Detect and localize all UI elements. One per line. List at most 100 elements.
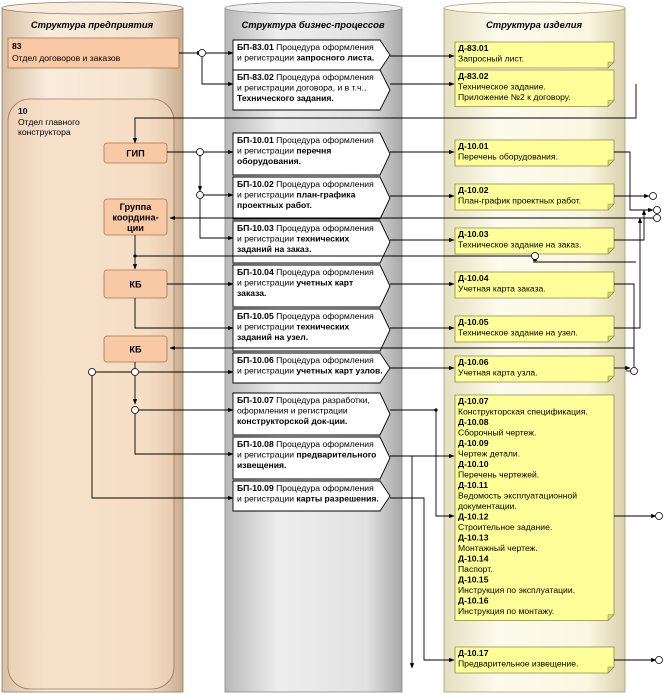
junction-nodes [88,49,663,664]
document-title: Техническое задание на узел. [458,328,578,338]
document-title: Конструкторская спецификация. [458,407,588,417]
document-code: Д-10.07 [458,396,489,406]
document-title: Строительное задание. [458,522,552,532]
document-code: Д-83.01 [458,43,489,53]
document-title: Запросный лист. [458,54,524,64]
role-kb1[interactable]: КБ [103,269,168,299]
document-code: Д-10.16 [458,596,489,606]
process-column-title: Структура бизнес-процессов [241,19,384,30]
document-code: Д-10.09 [458,438,489,448]
process-code: БП-10.06 [237,355,274,365]
process-text-line: БП-10.09 Процедура оформления [237,483,374,493]
process-text-line: и регистрации технических [237,233,350,243]
document-code: Д-10.10 [458,459,489,469]
document-title: Перечень оборудования. [458,152,558,162]
document-title: Предварительное извещение. [458,659,578,669]
unit-83-code: 83 [12,41,22,51]
process-text-line: заказа. [237,288,266,298]
process-text-line: и регистрации карты разрешения. [237,493,379,503]
process-code: БП-10.03 [237,223,274,233]
process-text-line: и регистрации договора, и в т.ч., [237,82,366,92]
process-text-line: БП-10.07 Процедура разработки, [237,395,370,405]
process-code: БП-10.08 [237,439,274,449]
document-title: Учетная карта узла. [458,368,538,378]
document-code: Д-10.12 [458,512,489,522]
process-text-line: оборудования. [237,156,301,166]
process-text-line: и регистрации запросного листа. [237,52,374,62]
product-column-title: Структура изделия [486,19,582,30]
process-text-line: Технического задания. [237,93,334,103]
process-code: БП-10.07 [237,395,274,405]
process-text-line: БП-10.08 Процедура оформления [237,439,374,449]
role-coord-label: ции [127,223,144,233]
connector-lines [91,50,657,669]
role-kb2[interactable]: КБ [103,335,168,363]
process-code: БП-83.01 [237,42,274,52]
process-text-line: БП-10.06 Процедура оформления [237,355,374,365]
process-text-line: и регистрации перечня [237,145,331,155]
unit-83[interactable]: 83 Отдел договоров и заказов [7,37,180,69]
process-text-line: проектных работ. [237,200,312,210]
document-code: Д-10.05 [458,317,489,327]
process-text-line: БП-10.03 Процедура оформления [237,223,374,233]
document-title: Сборочный чертеж. [458,428,536,438]
process-text-line: и регистрации технических [237,321,350,331]
process-text-line: заданий на узел. [237,332,308,342]
document-title: Ведомость эксплуатационной [458,491,577,501]
role-gip[interactable]: ГИП [103,142,168,164]
process-text-line: извещения. [237,460,286,470]
document-code: Д-10.15 [458,575,489,585]
document-code: Д-10.03 [458,229,489,239]
role-kb1-label: КБ [129,279,142,289]
process-бп-10-07[interactable]: БП-10.07 Процедура разработки,оформления… [232,392,391,436]
unit-10[interactable]: 10 Отдел главного конструктора [7,98,175,690]
role-gip-label: ГИП [126,148,144,158]
process-code: БП-10.09 [237,483,274,493]
document-code: Д-10.17 [458,648,489,658]
document-title: Техническое задание. [458,82,546,92]
process-code: БП-83.02 [237,72,274,82]
document-title: Техническое задание на заказ. [458,240,581,250]
process-text-line: заданий на заказ. [237,244,311,254]
document-code: Д-10.01 [458,141,489,151]
process-text-line: БП-10.05 Процедура оформления [237,311,374,321]
document-code: Д-10.04 [458,273,489,283]
process-code: БП-10.02 [237,179,274,189]
process-code: БП-10.04 [237,267,274,277]
document-code: Д-83.02 [458,71,489,81]
document-title: Инструкция по монтажу. [458,606,554,616]
process-text-line: БП-83.01 Процедура оформления [237,42,374,52]
role-kb2-label: КБ [129,344,142,354]
document-title: Чертеж детали. [458,449,520,459]
document-code: Д-10.06 [458,357,489,367]
process-text-line: и регистрации учетных карт узлов. [237,365,383,375]
process-text-line: БП-10.01 Процедура оформления [237,135,374,145]
process-text-line: и регистрации предварительного [237,449,376,459]
document-code: Д-10.13 [458,533,489,543]
role-coord-label: координа- [112,212,158,222]
process-text-line: и регистрации план-графика [237,189,356,199]
process-text-line: оформления и регистрации [237,405,348,415]
